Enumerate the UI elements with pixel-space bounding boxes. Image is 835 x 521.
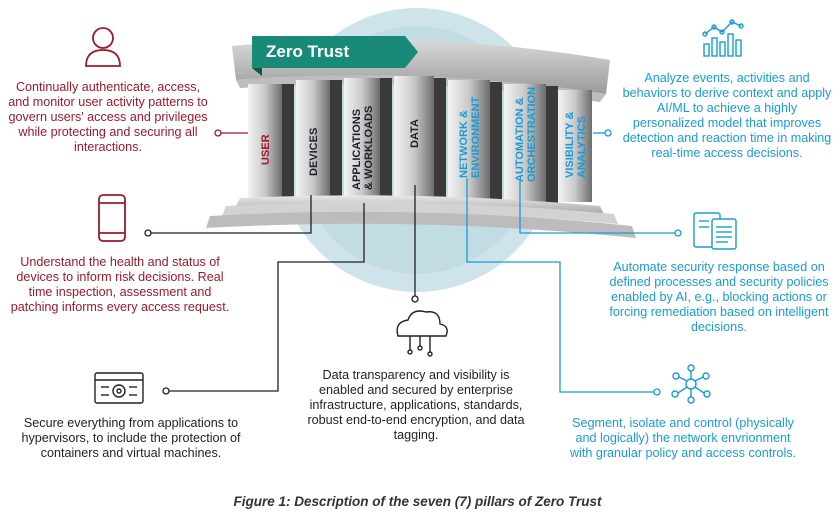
user-description: Continually authenticate, access, and mo… [8, 80, 208, 154]
banner-title: Zero Trust [266, 42, 349, 61]
temple-base [236, 195, 604, 214]
zero-trust-banner [252, 36, 418, 76]
connectors [144, 129, 682, 396]
pillar-label-devices: DEVICES [308, 128, 320, 176]
temple-columns [248, 76, 592, 204]
tablet-icon [98, 194, 126, 242]
cloud-data-icon [396, 310, 448, 357]
network-description: Segment, isolate and control (physically… [569, 416, 797, 460]
figure-caption: Figure 1: Description of the seven (7) p… [233, 494, 602, 509]
server-settings-icon [94, 372, 144, 404]
documents-icon [693, 212, 737, 250]
devices-description: Understand the health and status of devi… [10, 255, 230, 314]
analytics-chart-icon [702, 19, 744, 57]
pillar-label-data: DATA [409, 119, 421, 148]
pillar-label-applications-workloads: APPLICATIONS& WORKLOADS [351, 106, 375, 190]
network-nodes-icon [671, 364, 711, 404]
pillar-label-user: USER [260, 134, 272, 165]
data-description: Data transparency and visibility is enab… [307, 368, 525, 442]
pillar-labels: USER DEVICES APPLICATIONS& WORKLOADS DATA NE… [260, 87, 588, 190]
automation-description: Automate security response based on defi… [609, 260, 829, 334]
visibility-description: Analyze events, activities and behaviors… [622, 71, 832, 160]
user-icon [85, 27, 121, 67]
pillar-label-visibility-analytics: VISIBILITY &ANALYTICS [564, 112, 588, 178]
pillar-label-network-environment: NETWORK &ENVIRONMENT [458, 96, 482, 178]
applications-description: Secure everything from applications to h… [21, 416, 241, 460]
pillar-label-automation-orchestration: AUTOMATION &ORCHESTRATION [514, 87, 538, 182]
